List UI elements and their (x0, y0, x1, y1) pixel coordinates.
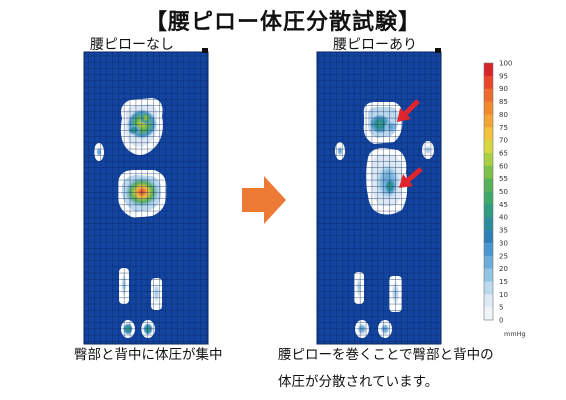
panel-label-without-pillow: 腰ピローなし (90, 37, 174, 53)
colorbar-tick-label: 80 (499, 111, 508, 119)
colorbar-tick-label: 10 (499, 291, 508, 299)
pointer-arrow-icon (399, 167, 423, 188)
panel-marker (435, 48, 441, 53)
colorbar-tick-label: 75 (499, 124, 508, 132)
caption-without-pillow: 臀部と背中に体圧が集中 (74, 347, 223, 363)
colorbar-swatch (484, 217, 493, 231)
caption-with-pillow-line-1: 腰ピローを巻くことで臀部と背中の (278, 347, 494, 363)
colorbar-tick-label: 50 (499, 188, 508, 196)
pressure-map-with-pillow (316, 48, 442, 345)
page-title: 【腰ピロー体圧分散試験】 (144, 10, 421, 35)
colorbar-swatch (484, 101, 493, 115)
colorbar-tick-label: 60 (499, 162, 508, 170)
colorbar-swatch (484, 63, 493, 77)
colorbar-tick-label: 25 (499, 252, 508, 260)
colorbar-tick-label: 85 (499, 98, 508, 106)
comparison-arrow-icon (242, 176, 286, 224)
colorbar-swatch (484, 191, 493, 205)
colorbar-tick-label: 20 (499, 265, 508, 273)
grid-overlay (317, 52, 441, 344)
colorbar-swatch (484, 281, 493, 295)
colorbar-swatch (484, 268, 493, 282)
colorbar-tick-label: 35 (499, 227, 508, 235)
colorbar-swatch (484, 75, 493, 89)
colorbar-tick-label: 90 (499, 85, 508, 93)
colorbar-tick-label: 95 (499, 72, 508, 80)
colorbar-tick-label: 15 (499, 278, 508, 286)
colorbar-swatch (484, 165, 493, 179)
colorbar-swatch (484, 307, 493, 321)
colorbar-tick-label: 5 (499, 304, 503, 312)
colorbar-tick-label: 40 (499, 214, 508, 222)
colorbar-swatch (484, 204, 493, 218)
colorbar-swatch (484, 294, 493, 308)
colorbar-tick-label: 55 (499, 175, 508, 183)
colorbar-swatch (484, 88, 493, 102)
pressure-color-scale: 1009590858075706560555045403530252015105… (483, 60, 526, 338)
colorbar-swatch (484, 230, 493, 244)
colorbar-swatch (484, 152, 493, 167)
colorbar-swatch (484, 255, 493, 269)
panel-marker (202, 48, 208, 53)
colorbar-unit-label: mmHg (504, 330, 526, 338)
colorbar-tick-label: 30 (499, 239, 508, 247)
colorbar-tick-label: 100 (499, 60, 512, 68)
colorbar-swatch (484, 178, 493, 192)
colorbar-swatch (484, 242, 493, 257)
colorbar-tick-label: 65 (499, 149, 508, 157)
colorbar-swatch (484, 114, 493, 128)
caption-with-pillow-line-2: 体圧が分散されています。 (278, 374, 439, 390)
pointer-arrow-icon (397, 99, 420, 122)
colorbar-tick-label: 45 (499, 201, 508, 209)
panel-label-with-pillow: 腰ピローあり (333, 37, 417, 53)
grid-overlay (84, 52, 208, 344)
colorbar-tick-label: 0 (499, 317, 503, 325)
pressure-map-without-pillow (83, 48, 209, 345)
colorbar-tick-label: 70 (499, 137, 508, 145)
colorbar-swatch (484, 140, 493, 154)
colorbar-swatch (484, 127, 493, 141)
